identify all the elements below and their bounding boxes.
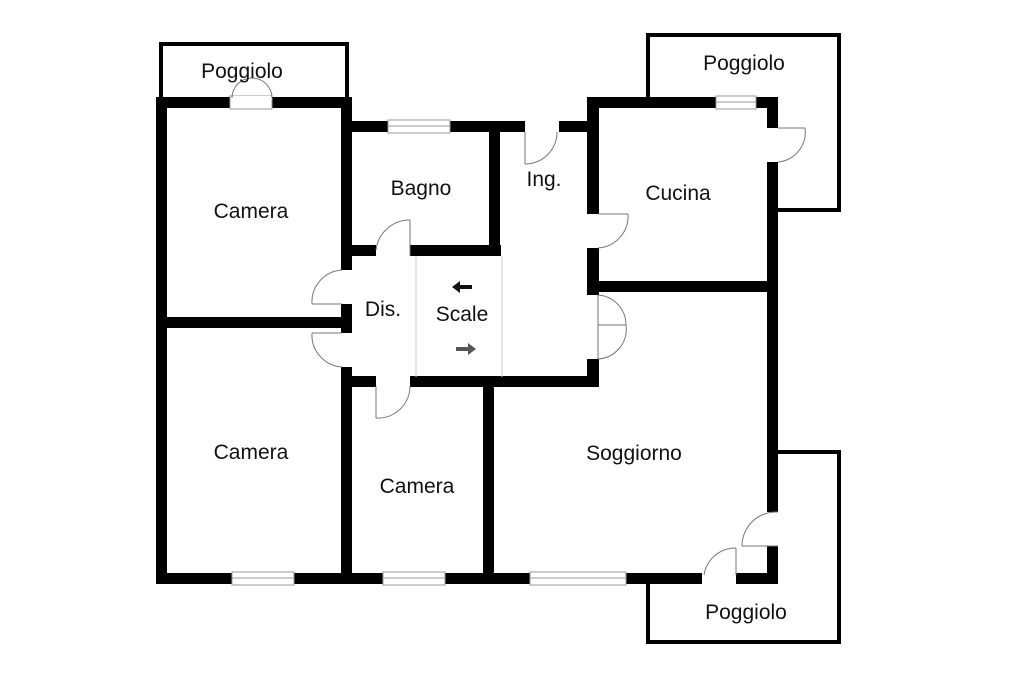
walls <box>156 97 778 584</box>
arrow-left-icon <box>452 281 472 293</box>
label-scale: Scale <box>436 303 489 326</box>
label-cucina: Cucina <box>645 182 711 205</box>
balcony-top-right <box>646 33 841 212</box>
label-ingresso: Ing. <box>526 168 561 191</box>
balcony-bottom-right <box>646 450 841 644</box>
label-disimpegno: Dis. <box>365 298 401 321</box>
room-labels: Poggiolo Poggiolo Camera Bagno Ing. Cuci… <box>201 52 787 624</box>
stair-lines <box>415 256 503 377</box>
label-poggiolo-bottom-right: Poggiolo <box>705 601 787 624</box>
label-camera-middle: Camera <box>380 475 455 498</box>
label-soggiorno: Soggiorno <box>586 442 682 465</box>
label-poggiolo-top-right: Poggiolo <box>703 52 785 75</box>
label-camera-bottom-left: Camera <box>214 441 289 464</box>
label-camera-top-left: Camera <box>214 200 289 223</box>
label-bagno: Bagno <box>391 177 452 200</box>
label-poggiolo-top-left: Poggiolo <box>201 60 283 83</box>
arrow-right-icon <box>456 343 476 355</box>
doors <box>231 77 806 585</box>
windows <box>229 95 757 586</box>
